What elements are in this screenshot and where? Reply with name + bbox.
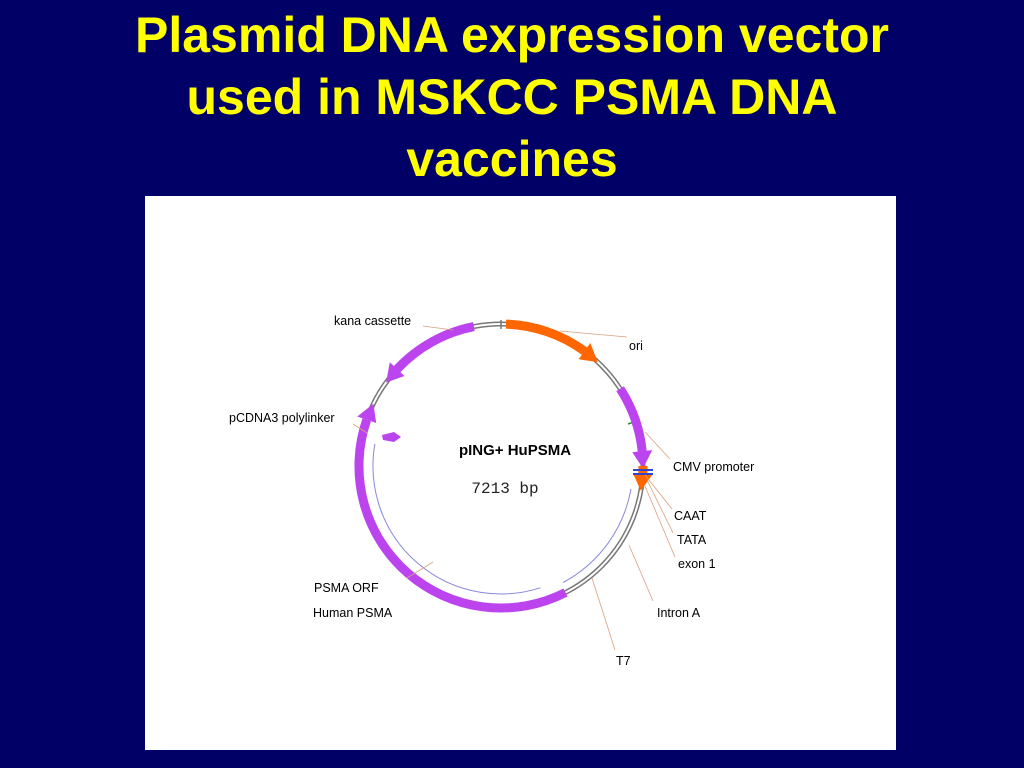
title-line-2: used in MSKCC PSMA DNA	[186, 69, 838, 125]
ori-arrowhead	[578, 343, 598, 363]
cmv-promoter-arc	[616, 386, 647, 452]
polylinker-arrow	[382, 432, 401, 442]
leader-lines	[352, 325, 676, 651]
kana-cassette-arrowhead	[386, 362, 405, 383]
psma-orf-line	[372, 443, 541, 595]
ori-arc	[505, 319, 588, 355]
psma-arrowhead	[357, 403, 377, 423]
intron-a-line	[562, 488, 632, 583]
title-line-3: vaccines	[406, 131, 618, 187]
kana-cassette-arc	[393, 322, 475, 373]
plasmid-map-panel: pING+ HuPSMA 7213 bp kana cassette ori p…	[145, 196, 896, 750]
pcdna3-polylinker-label: pCDNA3 polylinker	[229, 411, 335, 425]
plasmid-size: 7213 bp	[471, 480, 538, 498]
intron-a-label: Intron A	[657, 606, 701, 620]
caat-label: CAAT	[674, 509, 707, 523]
t7-label: T7	[616, 654, 631, 668]
exon1-label: exon 1	[678, 557, 716, 571]
plasmid-map: pING+ HuPSMA 7213 bp kana cassette ori p…	[229, 314, 754, 668]
tata-label: TATA	[677, 533, 707, 547]
plasmid-name: pING+ HuPSMA	[459, 442, 571, 459]
exon1-arrowhead	[632, 472, 653, 491]
kana-cassette-label: kana cassette	[334, 314, 411, 328]
title-line-1: Plasmid DNA expression vector	[135, 7, 889, 63]
cmv-promoter-arrowhead	[632, 450, 653, 469]
human-psma-label: Human PSMA	[313, 606, 393, 620]
psma-orf-label: PSMA ORF	[314, 581, 379, 595]
psma-arc	[354, 418, 568, 613]
cmv-promoter-label: CMV promoter	[673, 460, 754, 474]
ori-label: ori	[629, 339, 643, 353]
slide-title: Plasmid DNA expression vector used in MS…	[40, 4, 984, 190]
